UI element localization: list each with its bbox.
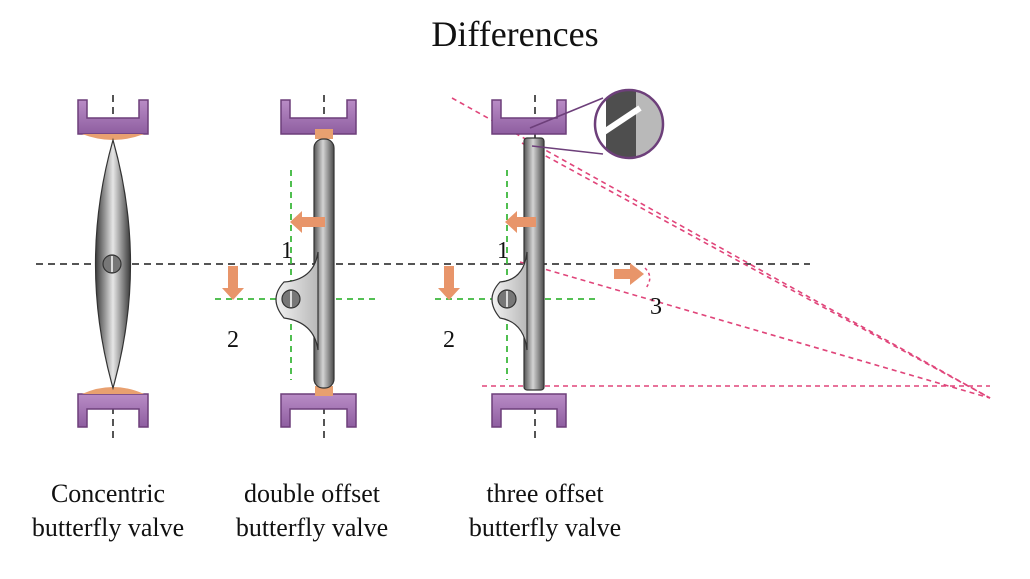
zoom-leader-top [529,97,604,129]
concentric-bottom-seal [82,387,144,394]
three-offset-label-1: 1 [497,238,509,264]
zoom-leader-bottom [531,145,604,155]
offset-line-cone [521,142,991,399]
double-offset-arrow-down [222,266,244,300]
three-offset-bottom-seat [491,393,567,428]
double-offset-label-2: 2 [227,327,239,353]
zoom-detail-circle [595,90,663,158]
double-offset-label-1: 1 [281,238,293,264]
page-title: Differences [431,14,599,54]
three-offset-arrow-left [505,211,536,233]
double-offset-top-seat [280,99,357,135]
caption-double-offset: double offset butterfly valve [214,477,410,545]
three-offset-arrow-right [614,263,644,285]
caption-three-offset-line1: three offset [486,479,604,508]
three-offset-label-2: 2 [443,327,455,353]
caption-concentric-line2: butterfly valve [31,513,185,542]
three-offset-arrow-down [438,266,460,300]
caption-three-offset-line2: butterfly valve [468,513,622,542]
three-offset-valve [435,88,991,440]
offset-line-middle [519,261,991,399]
concentric-top-seal [82,134,144,140]
caption-double-offset-line2: butterfly valve [235,513,389,542]
caption-concentric: Concentric butterfly valve [10,477,206,545]
double-offset-valve [215,95,380,440]
double-offset-bottom-seal [315,386,333,396]
double-offset-disc [313,138,335,389]
double-offset-bottom-seat [280,393,357,428]
caption-double-offset-line1: double offset [244,479,380,508]
three-offset-label-3: 3 [650,294,662,320]
double-offset-top-seal [315,129,333,139]
concentric-top-seat [77,99,149,135]
double-offset-arrow-left [290,211,325,233]
cone-angle-arc [644,267,651,289]
three-offset-top-seat [491,99,567,135]
caption-concentric-line1: Concentric [50,479,166,508]
concentric-valve [77,95,149,440]
caption-three-offset: three offset butterfly valve [447,477,643,545]
